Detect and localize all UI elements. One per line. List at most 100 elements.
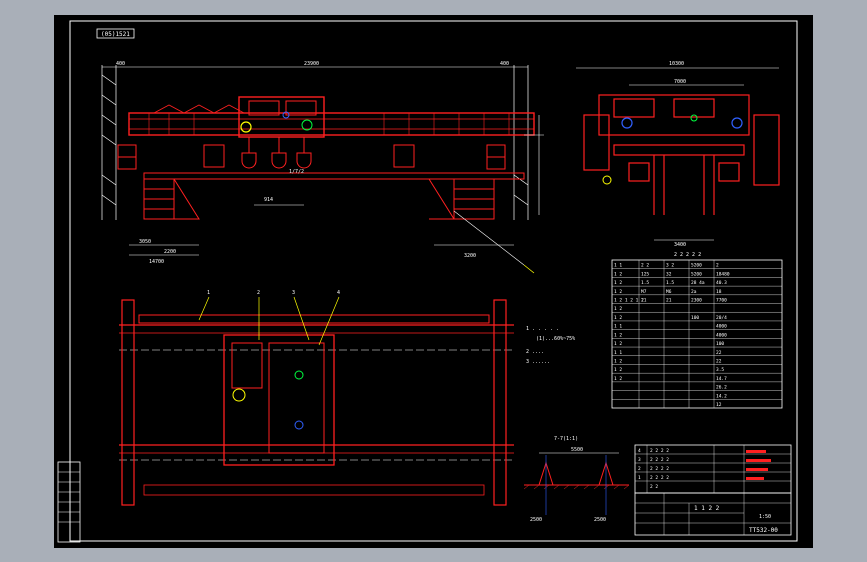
- cad-drawing: (05)1521 23900 400 400: [57, 20, 798, 543]
- spec-cell: 7700: [716, 298, 727, 304]
- spec-cell: 2a: [691, 289, 697, 295]
- corner-label-box: [96, 28, 135, 39]
- access-stairs: [143, 178, 495, 220]
- note-1: 1 . . . . .: [526, 326, 559, 332]
- balloon-3: 3: [292, 290, 295, 296]
- spec-cell: 1 1: [614, 263, 622, 269]
- left-end-carriage: [121, 299, 135, 506]
- spec-cell: 18480: [716, 271, 730, 277]
- spec-cell: 14.7: [716, 376, 727, 382]
- spec-cell: 1 1: [614, 324, 622, 330]
- spec-cell: 1 2: [614, 358, 622, 364]
- side-view: 10300 7000 3400: [576, 61, 780, 248]
- parts-cell: 2 2 2 2: [650, 448, 669, 454]
- trolley: [238, 96, 325, 138]
- left-wall: [101, 65, 117, 220]
- drawing-title: 1 1 2 2: [694, 505, 720, 512]
- spec-cell: 1 1: [614, 350, 622, 356]
- spec-cell: 28 4a: [691, 280, 705, 286]
- parts-cell: 3: [638, 457, 641, 463]
- spec-cell: 100: [691, 315, 699, 321]
- note-3: 3 ......: [526, 359, 550, 365]
- spec-cell: 2 2: [641, 263, 649, 269]
- hook-assembly: [241, 137, 312, 169]
- dim-c: 14700: [149, 259, 164, 265]
- dim-d: 3200: [464, 253, 476, 259]
- spec-cell: 32: [666, 271, 672, 277]
- spec-cell: 100: [716, 341, 724, 347]
- spec-cell: 22: [716, 350, 722, 356]
- drawing-border: [69, 20, 798, 542]
- spec-cell: 21: [666, 298, 672, 304]
- spec-cell: 40.3: [716, 280, 727, 286]
- rail-detail: 7-7(1:1) 5500 2500 2500: [523, 436, 630, 523]
- front-view: 23900 400 400: [101, 61, 544, 274]
- title-block: 1 1 2 2 1:50 TT532-00: [634, 492, 792, 536]
- spec-cell: 26.2: [716, 385, 727, 391]
- dim-right: 400: [500, 61, 509, 67]
- trolley-plan: [223, 334, 335, 466]
- spec-cell: 1.5: [666, 280, 674, 286]
- spec-cell: 1.5: [641, 280, 649, 286]
- spec-cell: 1 2: [614, 280, 622, 286]
- margin-block-lines: [58, 471, 80, 523]
- spec-cell: 1 2: [614, 271, 622, 277]
- right-end-carriage: [493, 299, 507, 506]
- dim-b: 2200: [164, 249, 176, 255]
- dim-a: 3050: [139, 239, 151, 245]
- balloon-1: 1: [207, 290, 210, 296]
- spec-cell: M6: [666, 289, 672, 295]
- drawing-sheet: (05)1521 23900 400 400: [54, 15, 813, 548]
- parts-cell: 2 2 2 2: [650, 457, 669, 463]
- parts-cell: 1: [638, 475, 641, 481]
- spec-cell: 2300: [691, 298, 702, 304]
- note-1a: (1)...60%~75%: [536, 336, 575, 342]
- spec-cell: 1 2: [614, 332, 622, 338]
- spec-cell: 5200: [691, 263, 702, 269]
- parts-cell: 4: [638, 448, 641, 454]
- spec-cell: 1 2 1 2 1 2: [614, 298, 644, 304]
- dim-e: 914: [264, 197, 273, 203]
- parts-list: 4 2 2 2 2 3 2 2 2 2 2 2 2 2 2 1 2 2 2 2 2 2: [634, 444, 792, 494]
- spec-cell: 4000: [716, 324, 727, 330]
- main-girder: [128, 112, 535, 136]
- spec-table-title: 2 2 2 2 2: [674, 252, 701, 258]
- side-dim-bottom: 3400: [674, 242, 686, 248]
- spec-cell: 22: [716, 358, 722, 364]
- spec-cell: 21: [641, 298, 647, 304]
- parts-cell: 2 2: [650, 484, 658, 490]
- drawing-number: TT532-00: [749, 527, 778, 534]
- rail-detail-title: 7-7(1:1): [554, 436, 578, 442]
- spec-cell: 1 2: [614, 315, 622, 321]
- right-wall: [513, 65, 529, 220]
- drawing-scale: 1:50: [759, 514, 771, 520]
- plan-view: 1 2 3 4 1 . . . . . (1)...60%~75% 2 ....…: [119, 290, 575, 506]
- rail-dim-left: 2500: [530, 517, 542, 523]
- spec-cell: 1 2: [614, 367, 622, 373]
- parts-cell: 2: [638, 466, 641, 472]
- spec-cell: 3 2: [666, 263, 674, 269]
- parts-cell: 2 2 2 2: [650, 475, 669, 481]
- spec-cell: 18: [716, 289, 722, 295]
- spec-cell: 1 2: [614, 306, 622, 312]
- side-dim-inner: 7000: [674, 79, 686, 85]
- spec-cell: 1 2: [614, 289, 622, 295]
- spec-cell: 1 2: [614, 376, 622, 382]
- rail-dim-right: 2500: [594, 517, 606, 523]
- side-dim-width: 10300: [669, 61, 684, 67]
- spec-cell: 5200: [691, 271, 702, 277]
- spec-cell: 20/4: [716, 315, 727, 321]
- spec-cell: 3.5: [716, 367, 724, 373]
- balloon-2: 2: [257, 290, 260, 296]
- note-2: 2 ....: [526, 349, 544, 355]
- balloon-4: 4: [337, 290, 340, 296]
- spec-cell: 2: [716, 263, 719, 269]
- dim-left: 400: [116, 61, 125, 67]
- front-label: 1/7/2: [289, 169, 304, 175]
- spec-cell: 1 2: [614, 341, 622, 347]
- spec-cell: 125: [641, 271, 649, 277]
- parts-cell: 2 2 2 2: [650, 466, 669, 472]
- rail-dim-span: 5500: [571, 447, 583, 453]
